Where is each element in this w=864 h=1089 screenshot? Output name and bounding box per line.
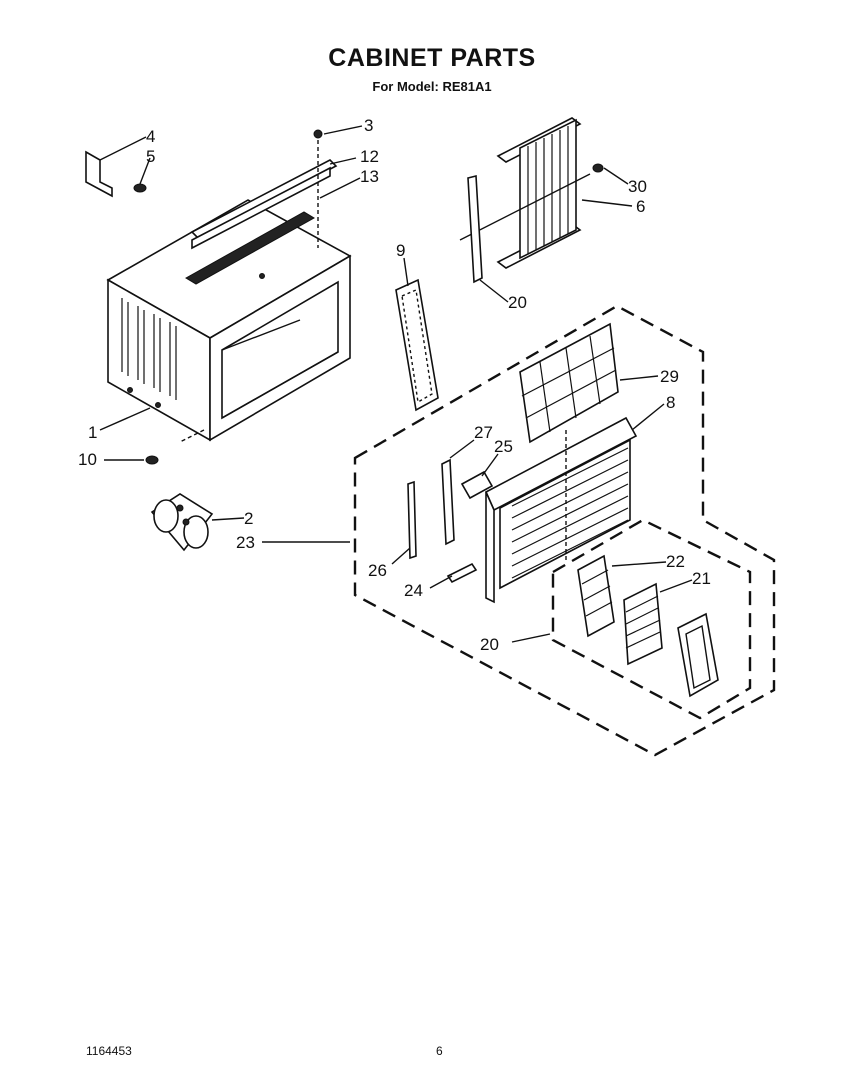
model-subtitle: For Model: RE81A1 bbox=[372, 79, 492, 94]
part-cabinet-shell bbox=[106, 199, 352, 443]
document-number: 1164453 bbox=[86, 1044, 132, 1058]
callout-29: 29 bbox=[660, 367, 679, 386]
callout-20: 20 bbox=[480, 635, 499, 654]
part-top-rail bbox=[190, 129, 338, 250]
callout-23: 23 bbox=[236, 533, 255, 552]
callout-30: 30 bbox=[628, 177, 647, 196]
callout-21: 21 bbox=[692, 569, 711, 588]
callout-1: 1 bbox=[88, 423, 97, 442]
part-strip-26 bbox=[407, 480, 417, 560]
part-knob-25 bbox=[460, 470, 494, 500]
part-air-filter bbox=[519, 322, 619, 444]
callout-6: 6 bbox=[636, 197, 645, 216]
part-mounting-clip bbox=[150, 493, 214, 552]
part-bracket bbox=[85, 150, 147, 198]
leader-lines bbox=[99, 125, 693, 643]
page-number: 6 bbox=[436, 1044, 443, 1058]
callout-9: 9 bbox=[396, 241, 405, 260]
part-louver-frame-20 bbox=[677, 612, 719, 698]
part-screw-10 bbox=[145, 455, 159, 465]
group-outline-23 bbox=[353, 304, 776, 757]
part-side-frame bbox=[459, 117, 604, 269]
callout-8: 8 bbox=[666, 393, 675, 412]
callout-25: 25 bbox=[494, 437, 513, 456]
part-strip-27 bbox=[441, 458, 455, 546]
callout-27: 27 bbox=[474, 423, 493, 442]
callout-3: 3 bbox=[364, 116, 373, 135]
callout-26: 26 bbox=[368, 561, 387, 580]
part-front-grille bbox=[484, 416, 638, 604]
part-side-strip bbox=[467, 174, 483, 284]
callout-12: 13 bbox=[360, 167, 379, 186]
callout-5: 5 bbox=[146, 147, 155, 166]
page-title: CABINET PARTS bbox=[328, 44, 536, 72]
callout-13: 20 bbox=[508, 293, 527, 312]
part-filter-gasket bbox=[395, 278, 439, 412]
callout-4: 4 bbox=[146, 127, 155, 146]
group-outline-20 bbox=[551, 518, 752, 720]
callout-22: 22 bbox=[666, 552, 685, 571]
part-louver-22 bbox=[577, 554, 615, 638]
callout-11: 12 bbox=[360, 147, 379, 166]
callout-24: 24 bbox=[404, 581, 423, 600]
callout-2: 2 bbox=[244, 509, 253, 528]
part-bar-24 bbox=[446, 562, 478, 584]
callout-10: 10 bbox=[78, 450, 97, 469]
part-louver-21 bbox=[623, 582, 663, 666]
